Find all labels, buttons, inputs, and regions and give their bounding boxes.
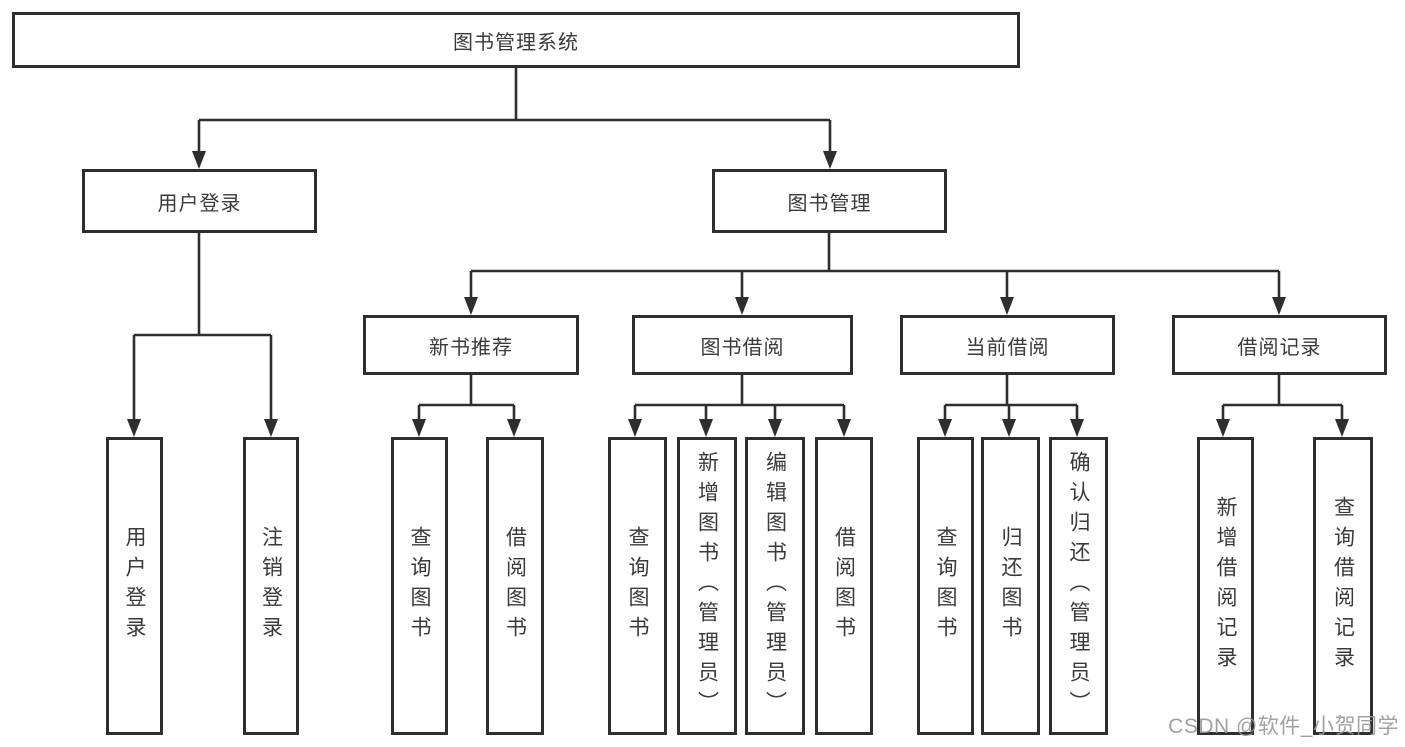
leaf-cb-query-book: 查询图书 <box>917 437 974 735</box>
node-book-borrowing-label: 图书借阅 <box>700 336 785 359</box>
node-borrowing-records: 借阅记录 <box>1172 315 1387 375</box>
leaf-bb-query-book: 查询图书 <box>608 437 667 735</box>
leaf-nbr-borrow-book: 借阅图书 <box>486 437 544 735</box>
leaf-nbr-query-book: 查询图书 <box>391 437 448 735</box>
node-current-borrowing: 当前借阅 <box>900 315 1115 375</box>
leaf-br-add-record: 新增借阅记录 <box>1197 437 1254 735</box>
leaf-cb-return-book: 归还图书 <box>981 437 1040 735</box>
leaf-bb-borrow-book: 借阅图书 <box>815 437 873 735</box>
node-new-book-recommend-label: 新书推荐 <box>429 336 513 359</box>
node-book-management-group: 图书管理 <box>712 169 947 233</box>
csdn-watermark: CSDN @软件_小贺同学 <box>1168 715 1399 738</box>
node-user-login-group-label: 用户登录 <box>157 192 242 215</box>
leaf-bb-add-book-admin: 新增图书（管理员） <box>677 437 737 735</box>
leaf-cb-confirm-return-admin: 确认归还（管理员） <box>1049 437 1108 735</box>
leaf-user-login: 用户登录 <box>106 437 163 735</box>
node-root-library-system: 图书管理系统 <box>12 12 1020 68</box>
node-user-login-group: 用户登录 <box>82 169 317 233</box>
node-book-management-group-label: 图书管理 <box>787 192 872 215</box>
node-book-borrowing: 图书借阅 <box>632 315 853 375</box>
node-root-label: 图书管理系统 <box>453 31 579 54</box>
node-new-book-recommend: 新书推荐 <box>363 315 579 375</box>
node-current-borrowing-label: 当前借阅 <box>965 336 1050 359</box>
node-borrowing-records-label: 借阅记录 <box>1237 336 1322 359</box>
arrowhead-icons <box>127 151 1349 437</box>
leaf-bb-edit-book-admin: 编辑图书（管理员） <box>745 437 805 735</box>
leaf-logout: 注销登录 <box>243 437 299 735</box>
leaf-br-query-record: 查询借阅记录 <box>1313 437 1373 735</box>
